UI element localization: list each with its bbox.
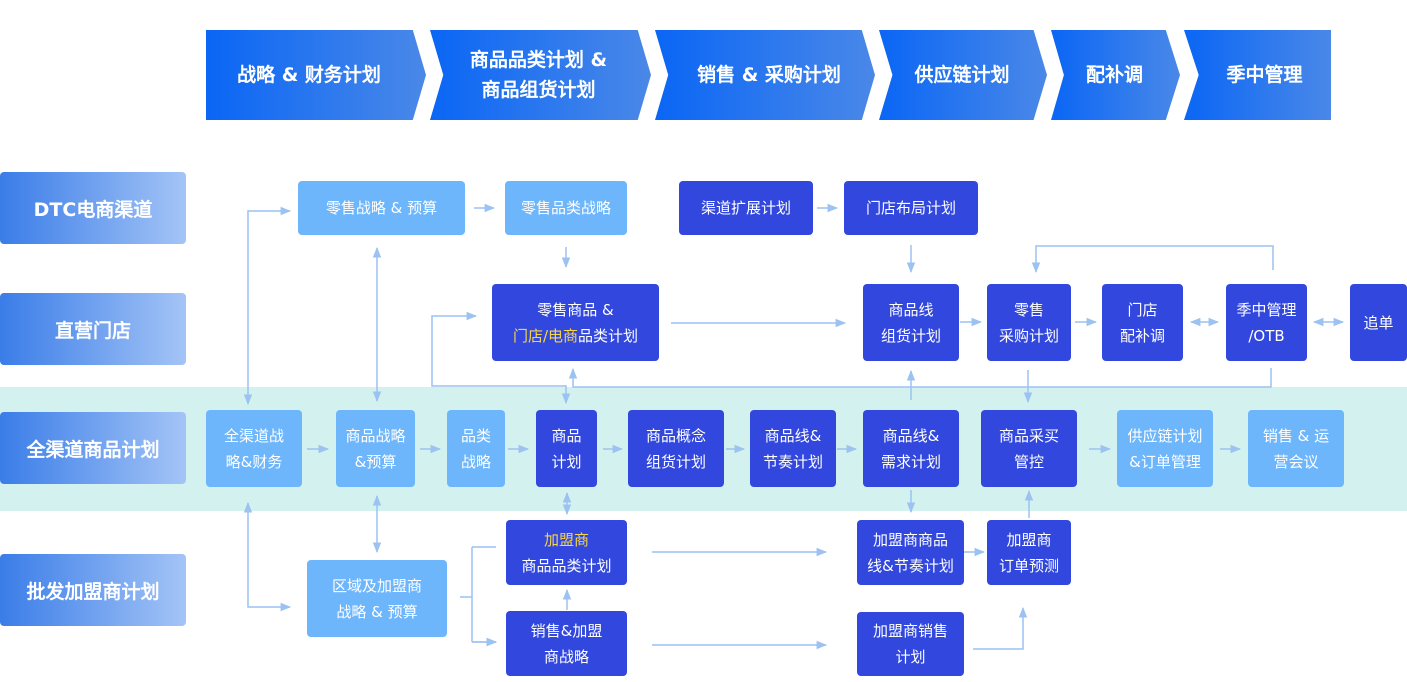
connector-omni-to-retail-strategy: [243, 206, 292, 406]
connector-sales-plan-to-forecast: [973, 606, 1028, 650]
connector-region-branch: [460, 546, 496, 642]
node-category-strategy[interactable]: 品类 战略: [447, 410, 505, 487]
node-product-buying-control[interactable]: 商品采买 管控: [981, 410, 1077, 487]
phase-replenishment: 配补调: [1051, 30, 1180, 120]
phase-supply-chain: 供应链计划: [879, 30, 1047, 120]
node-retail-purchase-plan[interactable]: 零售 采购计划: [987, 284, 1071, 361]
node-retail-product-category-plan[interactable]: 零售商品 & 门店/电商品类计划: [492, 284, 659, 361]
node-inseason-otb[interactable]: 季中管理 /OTB: [1226, 284, 1307, 361]
connector-otb-feedback-top: [1031, 245, 1274, 274]
phase-label: 配补调: [1085, 64, 1143, 86]
node-store-layout-plan[interactable]: 门店布局计划: [844, 181, 978, 235]
node-retail-strategy-budget[interactable]: 零售战略 & 预算: [298, 181, 465, 235]
node-product-plan[interactable]: 商品 计划: [536, 410, 597, 487]
node-product-line-demand[interactable]: 商品线& 需求计划: [863, 410, 959, 487]
node-sales-franchise-strategy[interactable]: 销售&加盟 商战略: [506, 611, 627, 676]
node-store-replenishment[interactable]: 门店 配补调: [1102, 284, 1183, 361]
node-franchise-sales-plan[interactable]: 加盟商销售 计划: [857, 612, 964, 676]
lane-wholesale-franchise: 批发加盟商计划: [0, 554, 186, 626]
phase-strategy-finance: 战略 & 财务计划: [206, 30, 426, 120]
node-retail-category-strategy[interactable]: 零售品类战略: [505, 181, 627, 235]
phase-label: 季中管理: [1226, 64, 1303, 86]
node-product-strategy-budget[interactable]: 商品战略 &预算: [336, 410, 415, 487]
phase-label: 商品品类计划 & 商品组货计划: [469, 49, 608, 101]
lane-label: 批发加盟商计划: [26, 580, 160, 603]
phase-sales-purchase: 销售 & 采购计划: [655, 30, 875, 120]
highlight-franchise: 加盟商: [543, 530, 589, 549]
lane-omni-product-plan: 全渠道商品计划: [0, 412, 186, 484]
node-channel-expansion-plan[interactable]: 渠道扩展计划: [679, 181, 813, 235]
lane-label: 直营门店: [54, 319, 131, 342]
lane-label: 全渠道商品计划: [26, 438, 160, 461]
phase-category-assortment: 商品品类计划 & 商品组货计划: [430, 30, 651, 120]
phase-label: 销售 & 采购计划: [697, 64, 841, 86]
lane-label: DTC电商渠道: [33, 198, 153, 221]
node-region-franchise-strategy[interactable]: 区域及加盟商 战略 & 预算: [307, 560, 447, 637]
node-product-line-assortment[interactable]: 商品线 组货计划: [863, 284, 959, 361]
phase-inseason: 季中管理: [1184, 30, 1331, 120]
phase-label: 战略 & 财务计划: [237, 64, 381, 86]
node-supply-chain-order[interactable]: 供应链计划 &订单管理: [1117, 410, 1213, 487]
phase-label: 供应链计划: [914, 64, 1010, 86]
node-franchise-order-forecast[interactable]: 加盟商 订单预测: [987, 520, 1071, 585]
node-product-concept-assortment[interactable]: 商品概念 组货计划: [628, 410, 724, 487]
highlight-store-ecommerce: 门店/电商: [512, 326, 579, 345]
connector-otb-feedback-bottom: [568, 367, 1272, 388]
lane-direct-stores: 直营门店: [0, 293, 186, 365]
node-omni-strategy-finance[interactable]: 全渠道战 略&财务: [206, 410, 302, 487]
node-product-line-rhythm[interactable]: 商品线& 节奏计划: [750, 410, 836, 487]
lane-dtc-ecommerce: DTC电商渠道: [0, 172, 186, 244]
node-franchise-category-plan[interactable]: 加盟商 商品品类计划: [506, 520, 627, 585]
node-sales-ops-meeting[interactable]: 销售 & 运 营会议: [1248, 410, 1344, 487]
node-reorder[interactable]: 追单: [1350, 284, 1407, 361]
connector-omni-to-region-strategy: [243, 501, 292, 612]
node-franchise-line-rhythm[interactable]: 加盟商商品 线&节奏计划: [857, 520, 964, 585]
